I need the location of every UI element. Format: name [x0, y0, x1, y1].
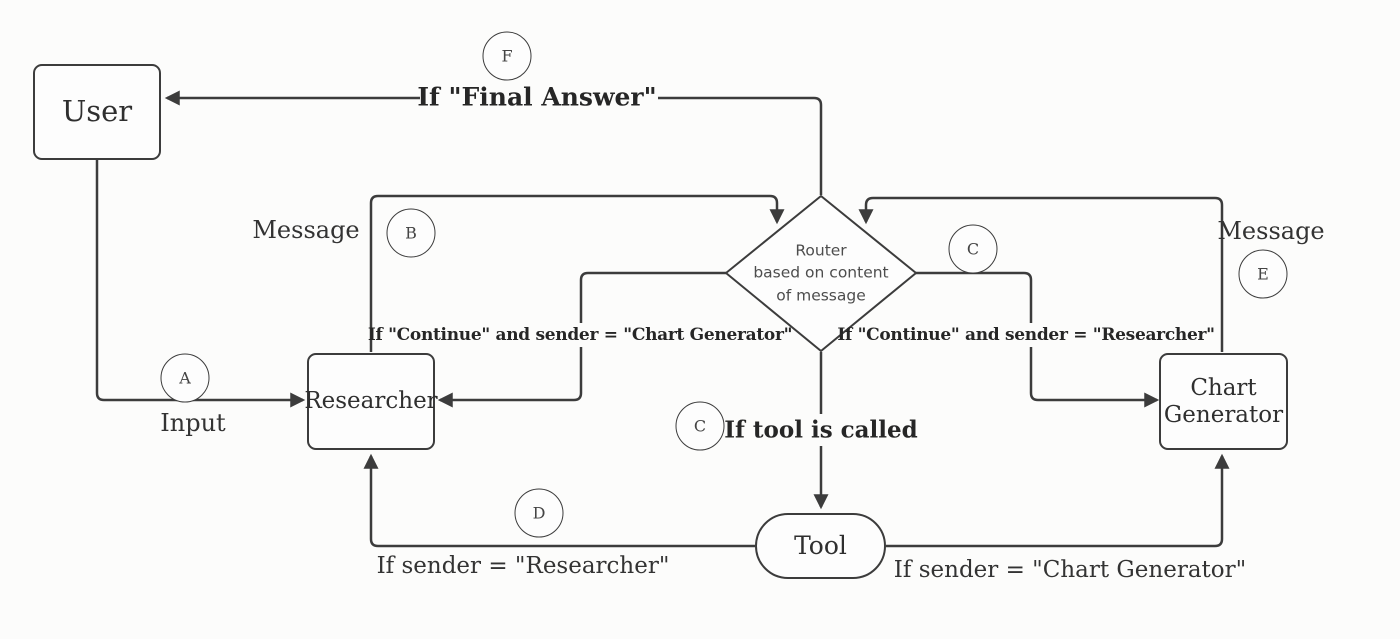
badge-f-letter: F [501, 46, 513, 66]
router-label-line2: based on content [753, 263, 889, 282]
edge-label-message-right: Message [1217, 217, 1325, 245]
edge-label-final-answer: If "Final Answer" [417, 82, 657, 112]
edge-tool-to-researcher [363, 453, 755, 548]
node-tool-label: Tool [794, 530, 847, 560]
badge-f: F [482, 31, 532, 81]
node-user-label: User [61, 94, 133, 129]
badge-e-letter: E [1257, 264, 1269, 284]
edge-label-continue-researcher: If "Continue" and sender = "Researcher" [837, 325, 1215, 345]
node-tool: Tool [755, 513, 886, 579]
edge-tool-to-chartgen [886, 453, 1230, 548]
edge-router-to-user [167, 98, 823, 195]
node-researcher: Researcher [304, 353, 438, 450]
node-user: User [33, 64, 161, 160]
badge-b: B [386, 208, 436, 258]
badge-c-right: C [948, 224, 998, 274]
badge-a: A [160, 353, 210, 403]
edge-router-to-researcher [440, 271, 726, 400]
edge-label-continue-chart-generator: If "Continue" and sender = "Chart Genera… [367, 325, 793, 345]
edge-chartgen-to-router [858, 196, 1224, 352]
router-label: Router based on content of message [726, 239, 916, 306]
edge-label-tool-called: If tool is called [724, 416, 918, 444]
badge-c-bottom: C [675, 401, 725, 451]
edge-researcher-to-router [369, 194, 785, 352]
edge-label-sender-chart-generator: If sender = "Chart Generator" [893, 557, 1247, 583]
badge-d: D [514, 488, 564, 538]
router-diamond [725, 195, 917, 352]
edge-label-input: Input [160, 409, 226, 437]
edge-user-to-researcher [95, 160, 306, 408]
badge-c-bottom-letter: C [693, 416, 707, 436]
edge-label-sender-researcher: If sender = "Researcher" [376, 553, 670, 579]
router-label-line3: of message [776, 286, 866, 305]
badge-d-letter: D [532, 503, 546, 523]
badge-b-letter: B [405, 223, 417, 243]
badge-a-letter: A [179, 368, 191, 388]
router-label-line1: Router [795, 241, 847, 260]
edge-router-to-chartgen [915, 271, 1157, 400]
node-chart-generator-label: Chart Generator [1163, 375, 1284, 428]
edge-label-message-left: Message [252, 216, 360, 244]
node-chart-generator: Chart Generator [1159, 353, 1288, 450]
badge-c-right-letter: C [966, 239, 980, 259]
node-researcher-label: Researcher [304, 388, 438, 415]
badge-e: E [1238, 249, 1288, 299]
